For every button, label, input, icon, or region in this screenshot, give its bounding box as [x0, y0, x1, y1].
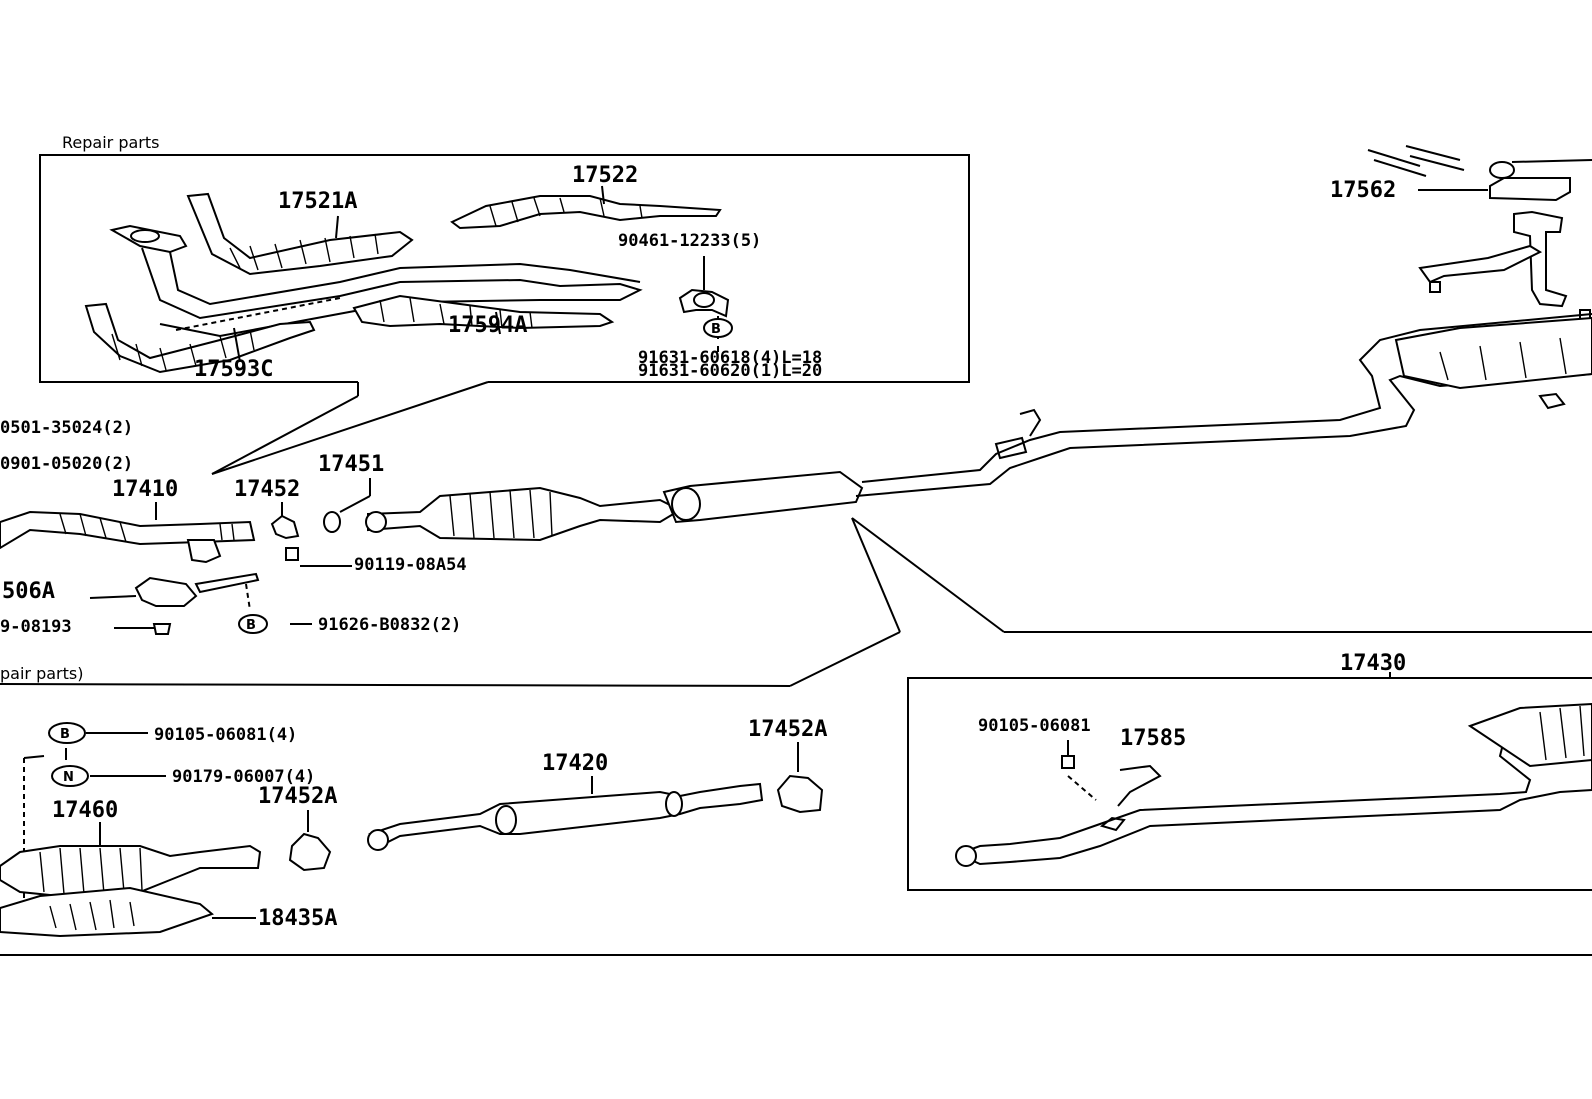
b-badge-mid: B — [238, 614, 268, 634]
main-exhaust-assembly — [365, 313, 1592, 542]
label-18435A: 18435A — [258, 906, 337, 931]
label-17451: 17451 — [318, 452, 384, 477]
label-17585: 17585 — [1120, 726, 1186, 751]
label-17452A-left: 17452A — [258, 784, 337, 809]
label-17593C: 17593C — [194, 357, 273, 382]
repair-parts-title: Repair parts — [62, 133, 159, 152]
left-front-pipe-group: 0501-35024(2) 0901-05020(2) 17451 17410 … — [0, 418, 467, 637]
part-17522-drawing — [450, 195, 722, 230]
lower-left-repair-parts: pair parts) B 90105-06081(4) N 90179-060… — [0, 517, 1592, 938]
n-badge: N — [51, 765, 89, 787]
tailpipe-inset: 17430 90105-06081 17585 — [907, 651, 1592, 891]
label-17522: 17522 — [572, 163, 638, 188]
part-17594A-drawing — [352, 294, 615, 330]
label-90105-06081-4: 90105-06081(4) — [154, 725, 297, 745]
label-91631-60620: 91631-60620(1)L=20 — [638, 361, 822, 381]
label-90105-06081: 90105-06081 — [978, 716, 1091, 736]
label-91631-60618: 91631-60618(4)L=18 — [638, 348, 822, 368]
lower-repair-parts-title: pair parts) — [0, 664, 83, 683]
label-17452A-right: 17452A — [748, 717, 827, 742]
label-17410: 17410 — [112, 477, 178, 502]
b-badge-bottom: B — [48, 722, 86, 744]
b-badge-top: B — [703, 318, 733, 338]
label-0901-05020: 0901-05020(2) — [0, 454, 133, 474]
label-91626-B0832: 91626-B0832(2) — [318, 615, 461, 635]
label-17430: 17430 — [1340, 651, 1406, 676]
svg-text:N: N — [63, 770, 74, 785]
upper-right-hanger-group: 17562 — [1330, 145, 1592, 323]
label-90461-12233: 90461-12233(5) — [618, 231, 761, 251]
label-90179-06007: 90179-06007(4) — [172, 767, 315, 787]
label-17460: 17460 — [52, 798, 118, 823]
svg-text:B: B — [246, 618, 256, 633]
label-17452: 17452 — [234, 477, 300, 502]
label-0501-35024: 0501-35024(2) — [0, 418, 133, 438]
svg-text:B: B — [711, 322, 721, 337]
part-90461-clamp-drawing — [678, 256, 730, 352]
label-17420: 17420 — [542, 751, 608, 776]
label-17562: 17562 — [1330, 178, 1396, 203]
label-90119-08A54: 90119-08A54 — [354, 555, 467, 575]
part-17521A-drawing — [186, 192, 414, 276]
repair-parts-inset: Repair parts — [39, 133, 970, 475]
svg-text:B: B — [60, 727, 70, 742]
label-9-08193: 9-08193 — [0, 617, 72, 637]
label-506A: 506A — [2, 579, 55, 604]
label-17521A: 17521A — [278, 189, 357, 214]
part-17593C-drawing — [84, 302, 316, 374]
label-17594A: 17594A — [448, 313, 527, 338]
